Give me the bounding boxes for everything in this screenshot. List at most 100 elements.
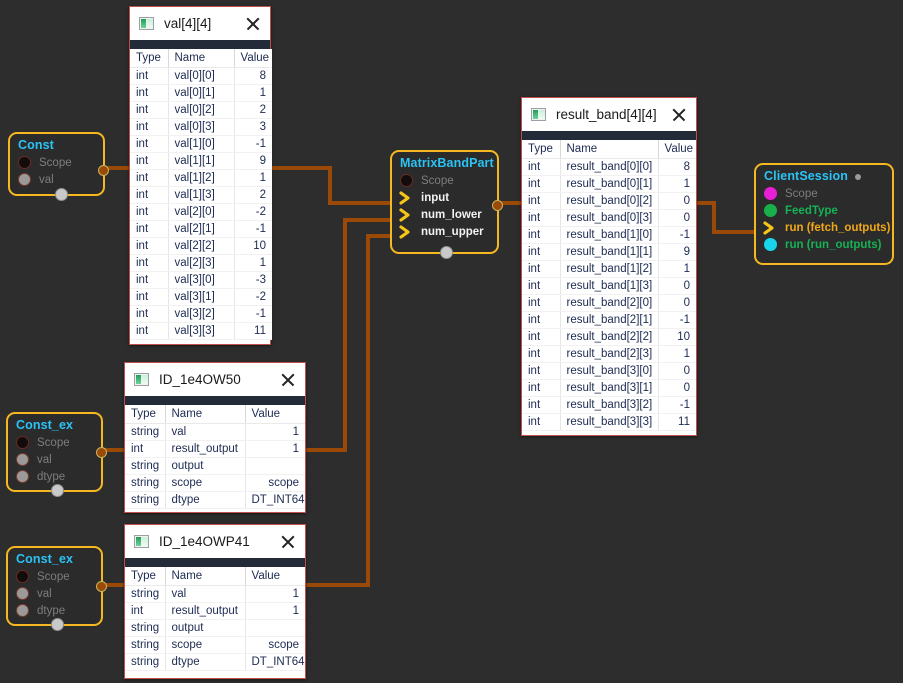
port-scope[interactable]: Scope bbox=[392, 172, 497, 189]
bottom-port[interactable] bbox=[440, 246, 453, 259]
port-val[interactable]: val bbox=[8, 585, 101, 602]
window-titlebar[interactable]: result_band[4][4] bbox=[522, 98, 696, 131]
window-titlebar[interactable]: ID_1e4OWP41 bbox=[125, 525, 305, 558]
output-port[interactable] bbox=[96, 581, 107, 592]
cell-value: -1 bbox=[658, 311, 696, 329]
close-icon[interactable] bbox=[668, 104, 690, 126]
window-titlebar[interactable]: ID_1e4OW50 bbox=[125, 363, 305, 396]
cell-value: 1 bbox=[658, 345, 696, 363]
close-icon[interactable] bbox=[277, 369, 299, 391]
port-run-fetch-outputs[interactable]: run (fetch_outputs) bbox=[756, 219, 892, 236]
window-titlebar[interactable]: val[4][4] bbox=[130, 7, 270, 40]
output-port[interactable] bbox=[96, 447, 107, 458]
cell-value: 0 bbox=[658, 277, 696, 295]
cell-type: int bbox=[125, 440, 166, 458]
cell-value: -2 bbox=[234, 288, 272, 306]
output-port[interactable] bbox=[98, 165, 109, 176]
node-const-ex-2[interactable]: Const_ex Scope val dtype bbox=[6, 546, 107, 631]
port-scope[interactable]: Scope bbox=[10, 154, 103, 171]
port-run-run-outputs[interactable]: run (run_outputs) bbox=[756, 236, 892, 253]
port-num-upper[interactable]: num_upper bbox=[392, 223, 497, 240]
window-accent-strip bbox=[130, 40, 270, 49]
cell-name: result_band[1][3] bbox=[560, 277, 659, 295]
port-scope[interactable]: Scope bbox=[756, 185, 892, 202]
node-const[interactable]: Const Scope val bbox=[8, 132, 109, 201]
port-label: val bbox=[37, 453, 52, 466]
port-dtype[interactable]: dtype bbox=[8, 602, 101, 619]
cell-name: val[2][2] bbox=[168, 237, 235, 255]
cell-value: 9 bbox=[658, 243, 696, 261]
port-feedtype[interactable]: FeedType bbox=[756, 202, 892, 219]
port-dtype[interactable]: dtype bbox=[8, 468, 101, 485]
port-val[interactable]: val bbox=[10, 171, 103, 188]
cell-value: -1 bbox=[234, 220, 272, 238]
node-matrixbandpart[interactable]: MatrixBandPart Scope input num_lower num… bbox=[390, 150, 503, 259]
close-icon[interactable] bbox=[242, 13, 264, 35]
port-val[interactable]: val bbox=[8, 451, 101, 468]
cell-type: int bbox=[130, 322, 169, 340]
node-const-ex-1[interactable]: Const_ex Scope val dtype bbox=[6, 412, 107, 497]
port-scope[interactable]: Scope bbox=[8, 434, 101, 451]
close-icon[interactable] bbox=[277, 531, 299, 553]
column-header-name: Name bbox=[165, 567, 246, 586]
bottom-port[interactable] bbox=[55, 188, 68, 201]
bottom-port[interactable] bbox=[51, 484, 64, 497]
port-label: dtype bbox=[37, 604, 66, 617]
bottom-port[interactable] bbox=[51, 618, 64, 631]
port-input[interactable]: input bbox=[392, 189, 497, 206]
window-icon bbox=[139, 17, 154, 30]
output-port[interactable] bbox=[492, 200, 503, 211]
node-clientsession[interactable]: ClientSession Scope FeedType run (fetch_… bbox=[754, 163, 894, 265]
cell-type: int bbox=[130, 152, 169, 170]
port-num-lower[interactable]: num_lower bbox=[392, 206, 497, 223]
port-scope[interactable]: Scope bbox=[8, 568, 101, 585]
cell-type: int bbox=[522, 175, 561, 193]
